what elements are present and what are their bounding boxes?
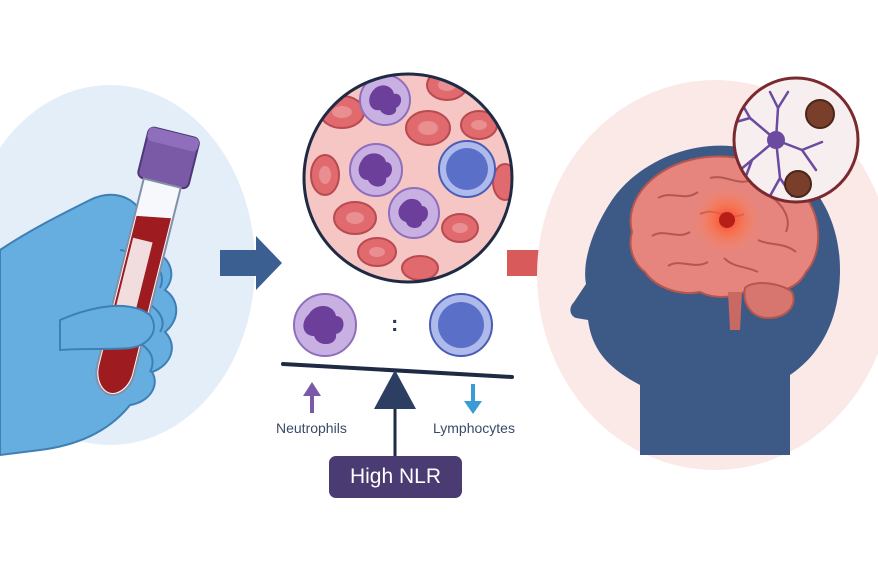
lymphocyte-icon xyxy=(429,293,493,357)
scale-fulcrum xyxy=(374,370,416,409)
brain-panel xyxy=(537,76,878,470)
blood-smear-icon xyxy=(302,72,514,284)
microglia-cell xyxy=(784,170,812,198)
ratio-separator: : xyxy=(391,311,399,336)
cerebellum xyxy=(743,282,795,320)
lymphocyte-cell xyxy=(438,140,496,198)
neutrophil-cell xyxy=(359,74,411,126)
neutrophil-cell xyxy=(349,143,403,197)
neutrophil-cell xyxy=(388,187,440,239)
neuron-icon xyxy=(734,90,835,198)
blood-sample-panel xyxy=(0,85,255,457)
ratio-row xyxy=(293,293,493,357)
high-nlr-badge: High NLR xyxy=(329,456,462,498)
neutrophil-icon xyxy=(293,293,357,357)
smear-cells xyxy=(310,74,512,281)
neuron-zoom xyxy=(732,76,860,204)
arrow-to-smear xyxy=(220,236,282,290)
microglia-cell xyxy=(805,99,835,129)
down-arrow-icon xyxy=(464,384,482,414)
glove-thumb xyxy=(59,304,155,352)
balance-scale-icon xyxy=(281,362,514,456)
lymphocytes-label: Lymphocytes xyxy=(433,420,515,436)
neutrophils-label: Neutrophils xyxy=(276,420,347,436)
scale-beam xyxy=(281,362,514,379)
up-arrow-icon xyxy=(303,382,321,413)
brain-stem xyxy=(728,292,742,330)
